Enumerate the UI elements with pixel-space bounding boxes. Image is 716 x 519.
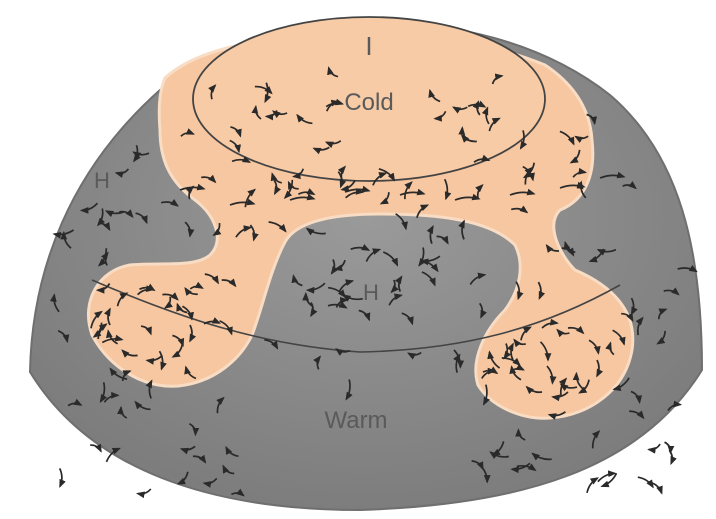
flow-arrow xyxy=(60,468,62,486)
flow-arrow xyxy=(650,482,661,493)
cold-label: Cold xyxy=(344,89,393,116)
high-pressure-center: H xyxy=(363,280,379,305)
flow-arrow xyxy=(138,489,151,494)
flow-arrow xyxy=(587,478,598,493)
high-pressure-left: H xyxy=(94,168,110,193)
pole-marker: I xyxy=(365,31,372,61)
flow-arrow xyxy=(602,473,617,486)
flow-arrow xyxy=(669,450,672,463)
warm-label: Warm xyxy=(324,407,387,434)
flow-arrow xyxy=(649,444,660,450)
